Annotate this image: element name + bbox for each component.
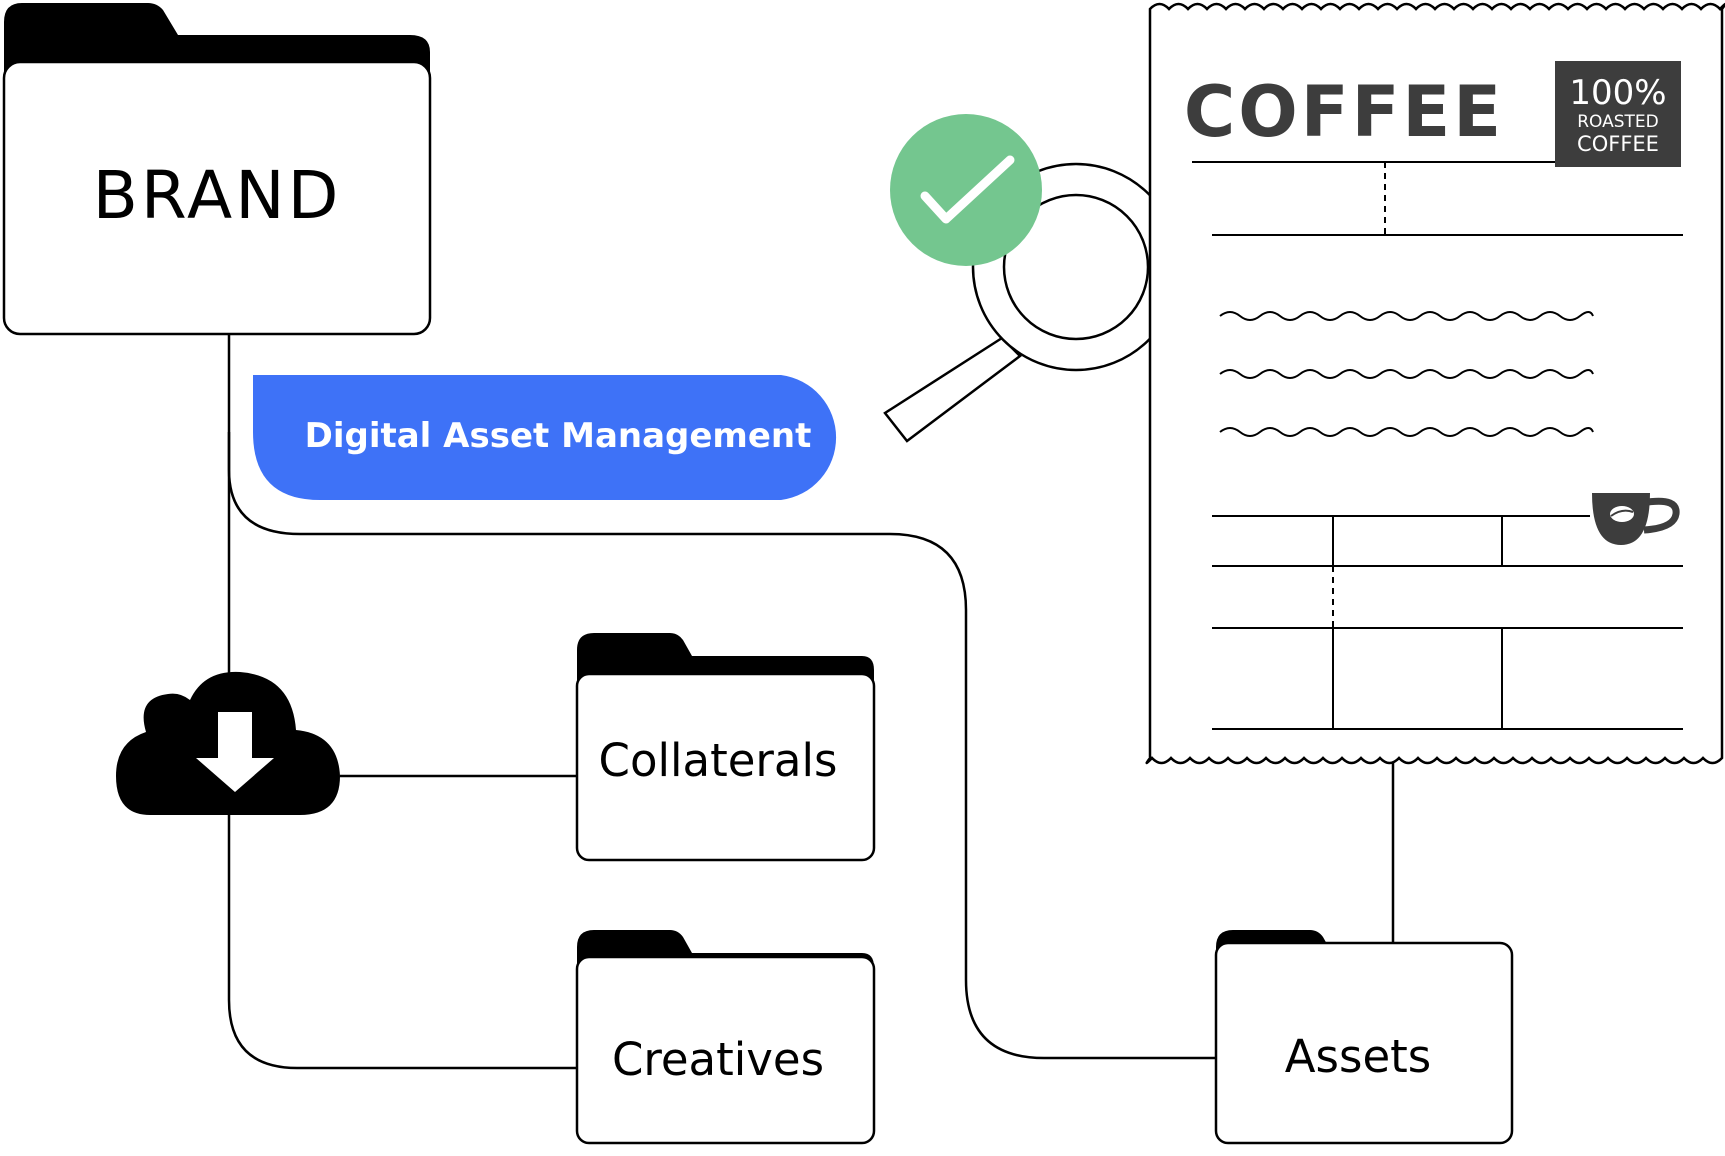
folder-brand[interactable]: BRAND xyxy=(2,3,432,336)
folder-brand-body xyxy=(2,60,432,336)
check-circle-bg xyxy=(890,114,1042,266)
download-arrow xyxy=(196,712,274,792)
cup-handle xyxy=(1643,497,1680,534)
receipt: COFFEE 100% ROASTED COFFEE xyxy=(1145,2,1725,765)
folder-assets-label: Assets xyxy=(1285,1030,1431,1083)
receipt-paper xyxy=(1145,2,1725,765)
receipt-badge-line2: ROASTED xyxy=(1577,112,1659,132)
receipt-badge-line3: COFFEE xyxy=(1577,132,1659,156)
connector-lines xyxy=(227,334,1395,1070)
dam-pill-shape xyxy=(253,375,837,500)
magnifier-handle xyxy=(883,336,1022,443)
check-circle-icon xyxy=(890,114,1042,266)
receipt-badge: 100% ROASTED COFFEE xyxy=(1555,61,1681,167)
folder-creatives-body xyxy=(575,955,876,1145)
dam-pill[interactable]: Digital Asset Management xyxy=(253,375,837,500)
coffee-cup-icon xyxy=(1592,493,1680,545)
receipt-title: COFFEE xyxy=(1184,71,1504,153)
receipt-wave-1 xyxy=(1219,311,1594,321)
receipt-rules xyxy=(1192,161,1683,730)
folder-collaterals-body xyxy=(575,672,876,862)
receipt-wave-2 xyxy=(1219,369,1594,379)
cloud-download-icon[interactable] xyxy=(116,671,340,815)
folder-collaterals[interactable]: Collaterals xyxy=(575,633,876,862)
magnifier-inner-ring xyxy=(1002,193,1150,341)
folder-assets-body xyxy=(1214,941,1514,1145)
receipt-badge-bg xyxy=(1555,61,1681,167)
cup-bean-crease xyxy=(1610,509,1634,517)
folder-creatives[interactable]: Creatives xyxy=(575,930,876,1145)
folder-assets[interactable]: Assets xyxy=(1214,930,1514,1145)
connector-brand-to-assets xyxy=(227,432,1216,1060)
receipt-wave-3 xyxy=(1219,427,1594,437)
folder-brand-label: BRAND xyxy=(93,157,342,234)
check-mark xyxy=(920,155,1015,224)
receipt-badge-line1: 100% xyxy=(1569,73,1666,113)
dam-pill-label: Digital Asset Management xyxy=(305,416,812,456)
connector-cloud-to-creatives xyxy=(227,810,576,1070)
folder-creatives-label: Creatives xyxy=(612,1033,824,1086)
folder-collaterals-label: Collaterals xyxy=(599,734,838,787)
